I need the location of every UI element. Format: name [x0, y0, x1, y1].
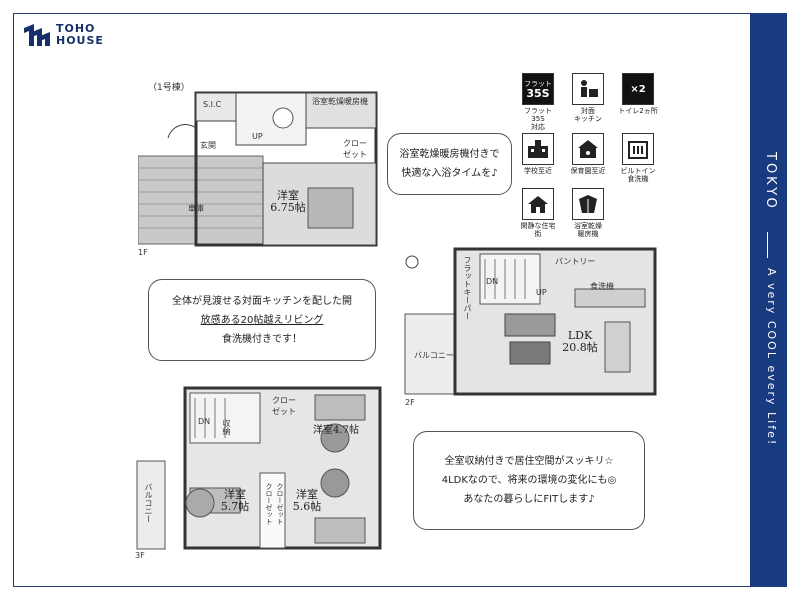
storage-callout: 全室収納付きで居住空間がスッキリ☆ 4LDKなので、将来の環境の変化にも◎ あな…: [413, 431, 645, 530]
western-room-1f-size: 6.75帖: [270, 201, 306, 214]
floor-plan-3f-drawing: [136, 386, 382, 550]
dn-label-3f: DN: [198, 417, 211, 426]
face-kitchen-icon: [572, 73, 604, 105]
building-label: （1号棟）: [148, 83, 190, 93]
feature-toilet-two: ×2 トイレ2ヵ所: [618, 73, 658, 115]
garage-label: 車庫: [188, 204, 204, 213]
floor-label-1f: 1F: [138, 248, 148, 257]
dishwasher-label: 食洗機: [590, 282, 614, 291]
brand-sidebar: [750, 13, 787, 587]
ldk-size: 20.8帖: [562, 341, 598, 354]
nursery-icon: [572, 133, 604, 165]
school-icon: [522, 133, 554, 165]
floor-label-3f: 3F: [135, 551, 145, 560]
western-room-3f-a: 洋室4.7帖: [310, 425, 362, 437]
quiet-house-caption: 閑静な住宅街: [520, 222, 556, 238]
toilet-two-icon: ×2: [622, 73, 654, 105]
western-room-3f-c: 洋室 5.6帖: [285, 489, 329, 513]
toilet-two-caption: トイレ2ヵ所: [618, 107, 658, 115]
dishwasher-icon: [622, 133, 654, 165]
western-room-1f: 洋室 6.75帖: [266, 190, 310, 214]
closet-c-label: クローゼット: [276, 483, 284, 525]
feature-dishwasher: ビルトイン 食洗機: [618, 133, 658, 183]
balcony-label-3f: バルコニー: [144, 483, 153, 523]
bath-dryer-caption: 浴室乾燥 暖房機: [574, 222, 602, 238]
brand-line1: TOHO: [56, 22, 96, 35]
ldk-room: LDK 20.8帖: [555, 330, 605, 354]
up-label-2f: UP: [536, 288, 547, 297]
bath-callout-line2: 快適な入浴タイムを♪: [401, 168, 498, 179]
quiet-house-icon: [522, 188, 554, 220]
sidebar-tagline: A very COOL every Life!: [765, 268, 778, 447]
brand-logo: TOHO HOUSE: [22, 22, 104, 48]
western-room-3f-c-name: 洋室: [296, 488, 318, 501]
school-caption: 学校至近: [524, 167, 552, 175]
entrance-label: 玄関: [200, 141, 216, 150]
kitchen-callout-line1: 全体が見渡せる対面キッチンを配した開: [172, 295, 352, 307]
floor-plan-1f-drawing: [138, 91, 378, 247]
kitchen-callout: 全体が見渡せる対面キッチンを配した開 放感ある20帖越えリビング 食洗機付きです…: [148, 279, 376, 361]
toilet-two-count: ×2: [630, 83, 646, 95]
dishwasher-caption: ビルトイン 食洗機: [620, 167, 656, 183]
sidebar-city: TOKYO: [763, 152, 778, 211]
sidebar-divider: [767, 232, 768, 258]
bathroom-dryer-label: 浴室乾燥暖房機: [312, 97, 368, 106]
closet-label-3f: クローゼット: [272, 396, 296, 416]
western-room-3f-b-size: 5.7帖: [220, 500, 250, 513]
western-room-3f-a-name: 洋室: [313, 425, 334, 436]
bath-callout-line1: 浴室乾燥暖房機付きで: [399, 149, 500, 160]
feature-bath-dryer: 浴室乾燥 暖房機: [568, 188, 608, 238]
pantry-label: パントリー: [555, 257, 596, 266]
floor-plan-3f: クローゼット DN 収納 洋室4.7帖 洋室 5.7帖 洋室 5.6帖 バルコニ…: [135, 383, 390, 560]
kitchen-callout-line3: 食洗機付きです！: [222, 333, 302, 345]
floor-plan-2f: フラットキーパー DN UP パントリー 食洗機 バルコニー LDK 20.8帖…: [400, 244, 665, 409]
floor-label-2f: 2F: [405, 398, 415, 407]
flat35s-caption: フラット35S 対応: [524, 107, 552, 131]
bath-dryer-icon: [572, 188, 604, 220]
dn-label-2f: DN: [486, 277, 499, 286]
storage-callout-line2: 4LDKなので、将来の環境の変化にも◎: [441, 475, 617, 486]
storage-label-3f: 収納: [222, 419, 231, 435]
floor-plan-2f-drawing: [404, 247, 657, 396]
feature-nursery: 保育園至近: [568, 133, 608, 175]
feature-quiet-house: 閑静な住宅街: [518, 188, 558, 238]
ldk-name: LDK: [567, 329, 593, 342]
feature-school: 学校至近: [518, 133, 558, 175]
western-room-3f-b-name: 洋室: [224, 488, 246, 501]
western-room-3f-b: 洋室 5.7帖: [213, 489, 257, 513]
closet-label-1f: クローゼット: [343, 139, 367, 159]
face-kitchen-caption: 対面 キッチン: [574, 107, 602, 123]
kitchen-callout-line2: 放感ある20帖越えリビング: [200, 314, 324, 326]
flat-keeper-label: フラットキーパー: [463, 256, 472, 320]
closet-b-label: クローゼット: [265, 483, 273, 525]
balcony-label-2f: バルコニー: [414, 351, 454, 360]
toho-house-logo-icon: [24, 24, 50, 46]
floor-plan-1f: （1号棟） S.I.C 玄関 UP 浴室乾燥暖房機 クローゼット 車庫 洋室 6…: [138, 78, 383, 258]
nursery-caption: 保育園至近: [570, 167, 606, 175]
brand-line2: HOUSE: [56, 34, 104, 47]
bath-callout: 浴室乾燥暖房機付きで 快適な入浴タイムを♪: [387, 133, 512, 195]
sic-label: S.I.C: [203, 100, 222, 109]
storage-callout-line3: あなたの暮らしにFITします♪: [463, 494, 595, 505]
up-label: UP: [252, 132, 263, 141]
storage-callout-line1: 全室収納付きで居住空間がスッキリ☆: [444, 456, 614, 467]
western-room-1f-name: 洋室: [277, 189, 299, 202]
western-room-3f-c-size: 5.6帖: [292, 500, 322, 513]
brand-name: TOHO HOUSE: [56, 23, 104, 47]
feature-face-kitchen: 対面 キッチン: [568, 73, 608, 123]
western-room-3f-a-size: 4.7帖: [333, 425, 359, 436]
